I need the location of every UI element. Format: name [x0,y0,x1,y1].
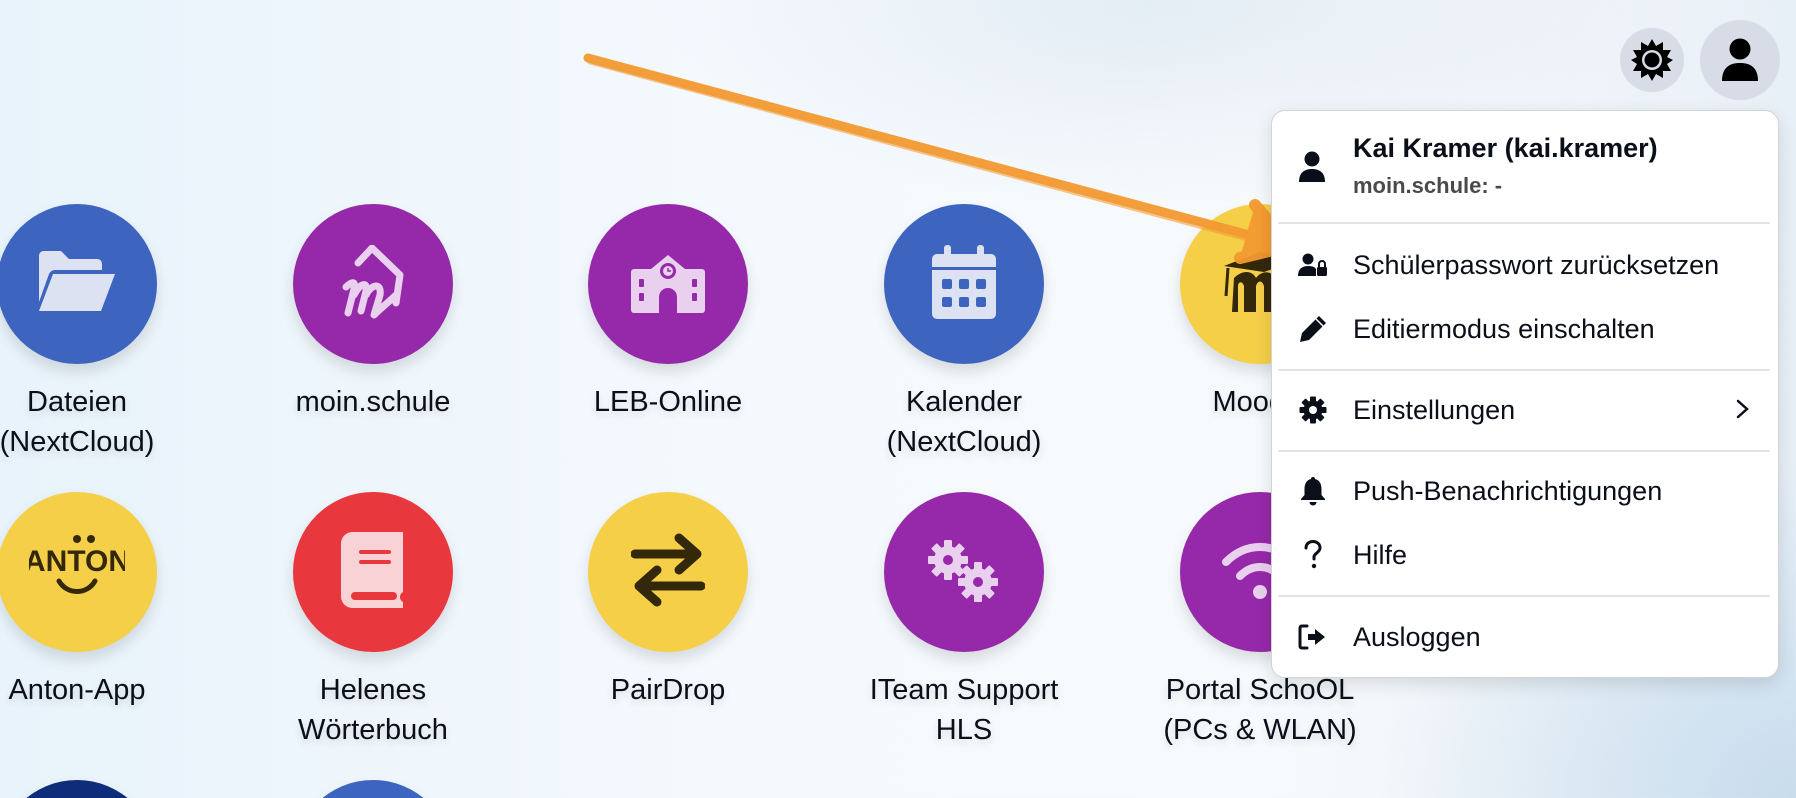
swap-arrows-icon [630,532,706,613]
app-tile-moin-schule[interactable]: moin.schule [273,204,473,422]
app-tile-label: PairDrop [610,674,726,706]
app-tile-label: Portal SchoOL (PCs & WLAN) [1163,674,1357,746]
chevron-right-icon [1736,396,1750,427]
app-tile-circle [0,204,157,364]
gear-sun-icon [1631,39,1673,81]
menu-divider [1278,369,1770,371]
menu-item-logout[interactable]: Ausloggen [1272,609,1778,665]
app-tile-circle [293,780,453,798]
user-icon [1722,38,1758,81]
pencil-icon [1272,315,1353,343]
user-subtitle: moin.schule: - [1353,173,1503,198]
app-tile-label: Anton-App [8,674,146,706]
menu-item-label: Push-Benachrichtigungen [1353,475,1663,506]
user-menu-button[interactable] [1700,20,1780,100]
app-tile-anton-app[interactable]: ANTON Anton-App [0,492,177,710]
user-info-header: Kai Kramer (kai.kramer) moin.schule: - [1272,111,1778,223]
question-icon [1272,540,1353,570]
school-building-icon [631,251,705,318]
logout-icon [1272,624,1353,650]
menu-item-settings[interactable]: Einstellungen [1272,382,1778,438]
gear-icon [1272,396,1353,424]
app-tile-iteam-support[interactable]: ITeam Support HLS [864,492,1064,750]
menu-item-label: Ausloggen [1353,621,1481,652]
app-tile-kalender[interactable]: Kalender (NextCloud) [864,204,1064,462]
theme-toggle-button[interactable] [1620,28,1684,92]
menu-item-help[interactable]: Hilfe [1272,527,1778,583]
app-tile-app[interactable] [273,780,473,798]
menu-item-label: Schülerpasswort zurücksetzen [1353,249,1720,280]
menu-item-push-notifications[interactable]: Push-Benachrichtigungen [1272,463,1778,519]
gears-icon [926,538,1002,607]
user-display-name: Kai Kramer (kai.kramer) [1353,133,1658,163]
menu-divider [1278,450,1770,452]
app-tile-helenes[interactable]: Helenes Wörterbuch [273,492,473,750]
app-tile-label: Dateien (NextCloud) [0,386,155,458]
folder-open-icon [37,250,117,319]
menu-item-label: Einstellungen [1353,394,1516,425]
app-tile-circle [588,492,748,652]
app-tile-label: Helenes Wörterbuch [298,674,448,746]
user-dropdown-menu: Kai Kramer (kai.kramer) moin.schule: - S… [1271,110,1779,678]
app-tile-dateien[interactable]: Dateien (NextCloud) [0,204,177,462]
svg-text:ANTON: ANTON [29,545,125,578]
moin-schule-logo-icon [338,244,408,324]
app-tile-label: LEB-Online [593,386,743,418]
app-tile-circle [884,204,1044,364]
menu-divider [1278,595,1770,597]
app-tile-circle [293,492,453,652]
book-icon [341,531,405,613]
app-tile-label: ITeam Support HLS [869,674,1059,746]
menu-item-label: Hilfe [1353,539,1408,570]
menu-item-edit-mode[interactable]: Editiermodus einschalten [1272,301,1778,357]
app-tile-label: Kalender (NextCloud) [886,386,1042,458]
menu-divider [1278,222,1770,224]
app-tile-circle [588,204,748,364]
app-tile-circle [884,492,1044,652]
app-tile-pairdrop[interactable]: PairDrop [568,492,768,710]
user-icon [1298,151,1326,188]
calendar-icon [932,244,996,324]
app-tile-app[interactable] [0,780,177,798]
app-tile-label: moin.schule [295,386,451,418]
menu-item-reset-student-password[interactable]: Schülerpasswort zurücksetzen [1272,237,1778,293]
app-tile-circle [0,780,157,798]
app-tile-leb-online[interactable]: LEB-Online [568,204,768,422]
bell-icon [1272,476,1353,506]
menu-item-label: Editiermodus einschalten [1353,313,1655,344]
anton-logo-icon: ANTON [24,534,130,610]
app-tile-circle [293,204,453,364]
user-lock-icon [1272,253,1353,277]
app-tile-circle: ANTON [0,492,157,652]
